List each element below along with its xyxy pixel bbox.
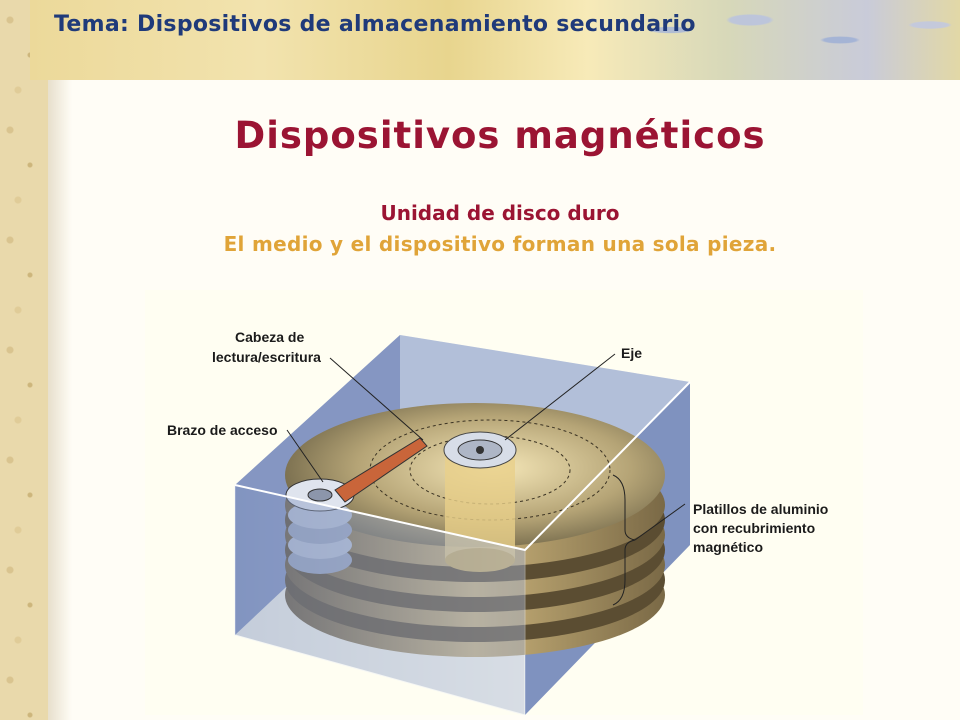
hard-disk-diagram: Cabeza de lectura/escritura Brazo de acc…: [145, 290, 863, 716]
label-platters-line3: magnético: [693, 539, 763, 555]
left-texture-strip: [0, 0, 48, 720]
slide-title: Dispositivos magnéticos: [234, 114, 766, 157]
label-platters-line1: Platillos de aluminio: [693, 501, 828, 517]
slide-subtitle: Unidad de disco duro: [380, 201, 620, 225]
left-shadow: [48, 0, 72, 720]
label-head-line2: lectura/escritura: [212, 349, 321, 365]
label-spindle: Eje: [621, 345, 642, 361]
top-banner: [30, 0, 960, 80]
label-head-line1: Cabeza de: [235, 329, 304, 345]
label-platters-line2: con recubrimiento: [693, 520, 815, 536]
slide-description: El medio y el dispositivo forman una sol…: [223, 232, 777, 256]
banner-flowers: [630, 0, 960, 80]
topic-heading: Tema: Dispositivos de almacenamiento sec…: [54, 12, 696, 37]
hard-disk-illustration: Cabeza de lectura/escritura Brazo de acc…: [167, 329, 828, 716]
label-arm: Brazo de acceso: [167, 422, 278, 438]
